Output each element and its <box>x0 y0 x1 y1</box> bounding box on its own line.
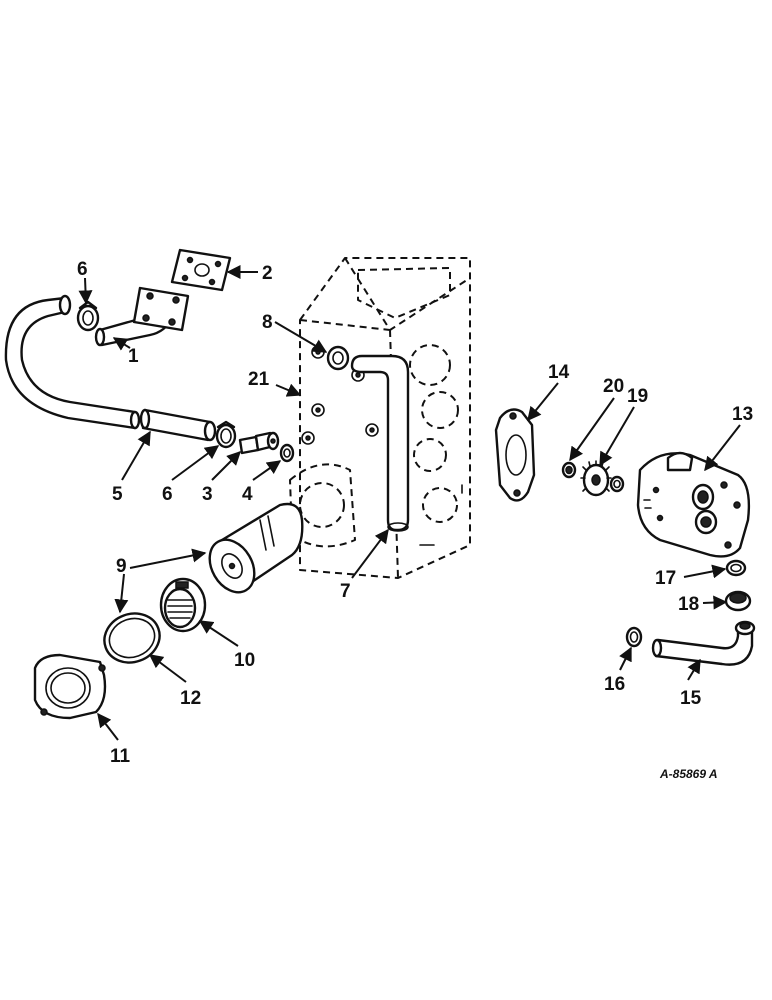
oil-pump-13 <box>636 451 751 558</box>
callout-5: 5 <box>112 484 123 505</box>
filter-cap-10 <box>159 577 207 633</box>
nut-18 <box>724 590 752 612</box>
oil-filter-9 <box>208 502 304 594</box>
callout-20: 20 <box>603 376 624 397</box>
callout-labels: 6 2 1 8 21 5 6 3 4 7 9 10 12 11 14 20 19… <box>77 259 753 781</box>
seal-ring-12 <box>103 612 161 664</box>
hose-section <box>139 408 217 442</box>
callout-15: 15 <box>680 688 702 709</box>
o-ring-4 <box>279 443 295 463</box>
callout-14: 14 <box>548 362 570 383</box>
callout-11: 11 <box>110 746 131 767</box>
callout-8: 8 <box>262 312 273 333</box>
hose-5 <box>4 294 141 430</box>
callout-4: 4 <box>242 484 253 505</box>
callout-9: 9 <box>116 556 127 577</box>
callout-17: 17 <box>655 568 676 589</box>
oil-tube-7 <box>350 354 410 532</box>
callout-6-lower: 6 <box>162 484 173 505</box>
leader-lines <box>78 265 741 741</box>
callout-2: 2 <box>262 263 273 284</box>
callout-12: 12 <box>180 688 201 709</box>
callout-13: 13 <box>732 404 753 425</box>
callout-18: 18 <box>678 594 699 615</box>
callout-19: 19 <box>627 386 648 407</box>
pipe-15 <box>651 620 756 666</box>
housing-bolts <box>301 345 463 546</box>
cover-plate-11 <box>33 653 107 720</box>
callout-1: 1 <box>128 346 139 367</box>
hose-clamp-6-top <box>76 300 100 332</box>
o-ring-17 <box>725 559 747 577</box>
callout-21: 21 <box>248 369 270 390</box>
callout-6-top: 6 <box>77 259 88 280</box>
callout-3: 3 <box>202 484 213 505</box>
washer-16 <box>625 626 643 648</box>
fitting-3 <box>238 431 280 455</box>
gasket-2 <box>170 248 232 292</box>
figure-number: A-85869 A <box>659 767 718 781</box>
o-ring-8 <box>326 345 350 371</box>
gear-19 <box>580 460 625 497</box>
callout-7: 7 <box>340 581 351 602</box>
pump-gasket-14 <box>494 408 536 502</box>
callout-10: 10 <box>234 650 255 671</box>
hose-clamp-6-lower <box>215 420 237 449</box>
washer-20 <box>561 461 577 479</box>
callout-16: 16 <box>604 674 625 695</box>
transmission-housing <box>289 257 471 579</box>
elbow-1 <box>94 286 190 347</box>
